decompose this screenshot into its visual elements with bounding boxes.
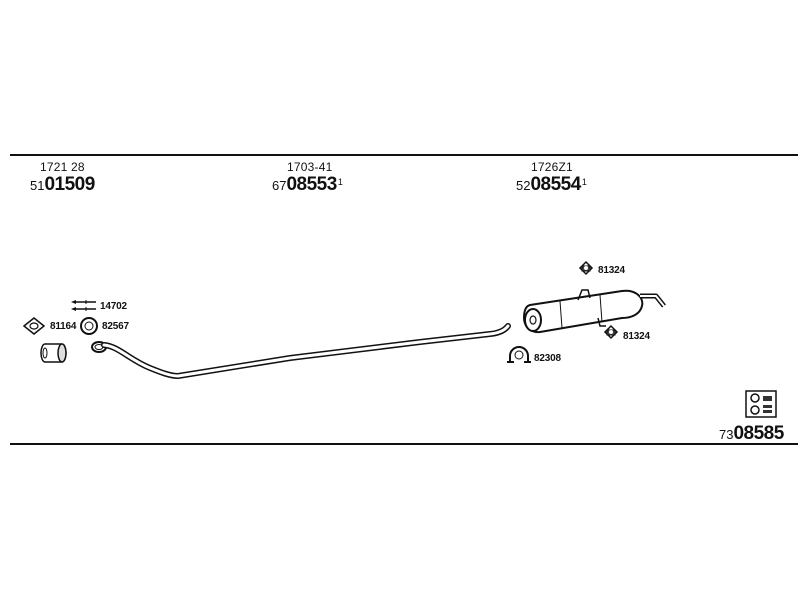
rear-silencer-icon (522, 289, 666, 334)
hanger-81324-bottom-icon (603, 324, 619, 340)
section-3-part-number: 52085541 (516, 174, 587, 196)
kit-number: 08585 (733, 423, 784, 444)
code-14702: 14702 (100, 301, 127, 312)
clamp-14702-icon (71, 300, 96, 311)
code-81324-bottom: 81324 (623, 331, 650, 342)
section-3-number: 08554 (530, 174, 581, 195)
section-3-mark: 1 (581, 176, 587, 187)
section-1-number: 01509 (44, 174, 95, 195)
mounting-kit-icon (745, 390, 777, 418)
connector-sleeve-icon (40, 343, 67, 363)
section-2-ref: 1703-41 (287, 160, 333, 174)
front-pipe-icon (91, 323, 511, 379)
top-rule (10, 154, 798, 156)
kit-prefix: 73 (719, 427, 734, 442)
section-2-prefix: 67 (272, 178, 287, 193)
section-2-number: 08553 (286, 174, 337, 195)
bottom-rule (10, 443, 798, 445)
gasket-81164-icon (22, 317, 46, 335)
section-1-part-number: 5101509 (30, 174, 95, 196)
section-1-ref: 1721 28 (40, 160, 85, 174)
section-3-prefix: 52 (516, 178, 531, 193)
section-1-prefix: 51 (30, 178, 45, 193)
hanger-81324-top-icon (578, 260, 594, 276)
code-81324-top: 81324 (598, 265, 625, 276)
code-82567: 82567 (102, 321, 129, 332)
section-3-ref: 1726Z1 (531, 160, 573, 174)
code-82308: 82308 (534, 353, 561, 364)
kit-part-number: 7308585 (719, 423, 784, 445)
section-2-part-number: 67085531 (272, 174, 343, 196)
clamp-82308-icon (507, 346, 531, 363)
ring-82567-icon (80, 317, 98, 335)
section-2-mark: 1 (337, 176, 343, 187)
code-81164: 81164 (50, 321, 77, 332)
